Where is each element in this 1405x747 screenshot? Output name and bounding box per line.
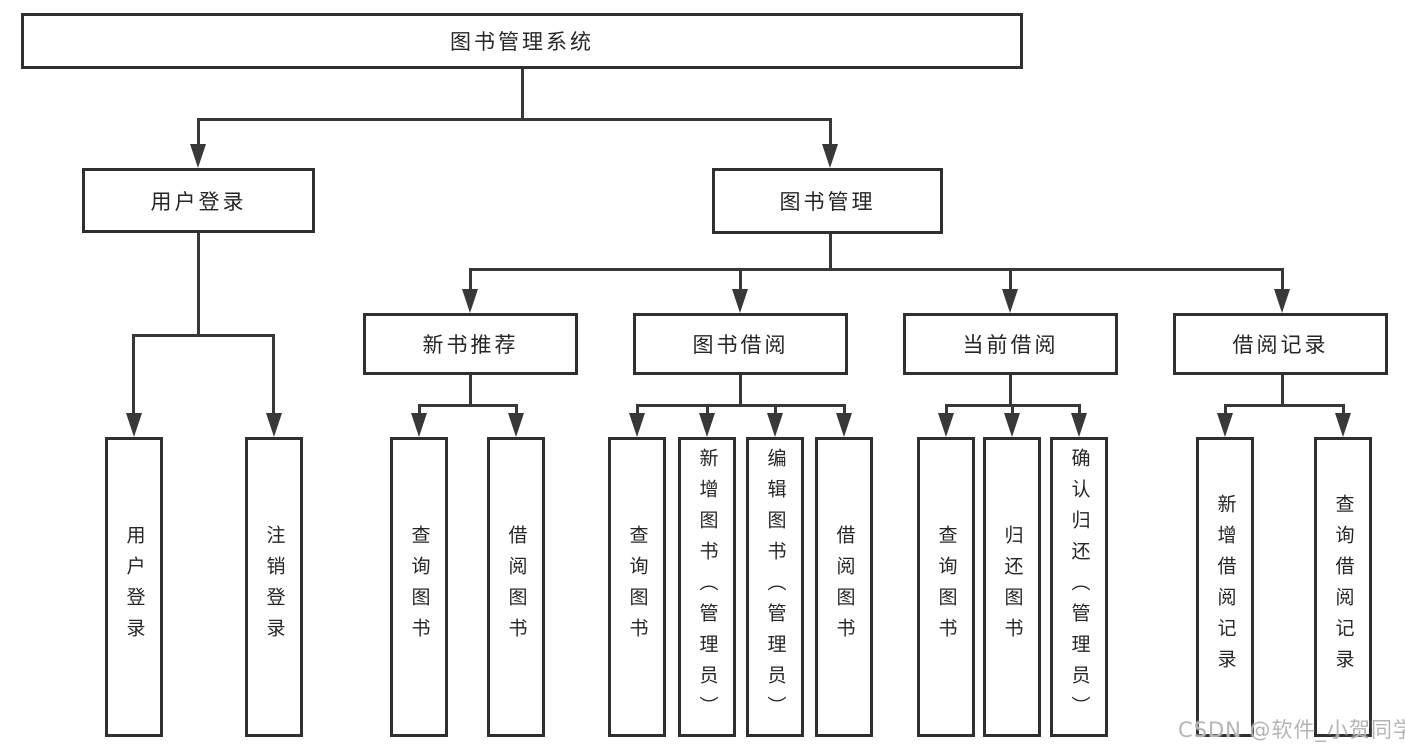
arrow-down-icon (836, 413, 852, 437)
connector-line (272, 334, 275, 415)
connector-line (829, 118, 832, 148)
connector-line (774, 404, 777, 416)
node-leaf-logout: 注销登录 (245, 437, 303, 737)
arrow-down-icon (1004, 413, 1020, 437)
connector-line (1342, 404, 1345, 416)
connector-line (469, 268, 472, 292)
node-leaf-query-books-2: 查询图书 (608, 437, 666, 737)
connector-line (1281, 268, 1284, 292)
connector-line (197, 233, 200, 336)
connector-line (515, 404, 518, 416)
connector-line (132, 334, 135, 415)
connector-line (739, 268, 742, 292)
connector-line (843, 404, 846, 416)
node-leaf-user-login: 用户登录 (105, 437, 163, 737)
node-book-borrowing: 图书借阅 (633, 313, 848, 375)
connector-line (469, 268, 1284, 271)
node-borrowing-records: 借阅记录 (1173, 313, 1388, 375)
arrow-down-icon (1335, 413, 1351, 437)
arrow-down-icon (266, 413, 282, 437)
connector-line (1078, 404, 1081, 416)
node-leaf-add-books-admin: 新增图书（管理员） (678, 437, 736, 737)
arrow-down-icon (1002, 289, 1018, 313)
connector-line (636, 404, 846, 407)
arrow-down-icon (411, 413, 427, 437)
connector-line (1011, 404, 1014, 416)
arrow-down-icon (822, 144, 838, 168)
connector-line (1281, 375, 1284, 406)
connector-line (197, 118, 200, 148)
arrow-down-icon (508, 413, 524, 437)
connector-line (1224, 404, 1227, 416)
node-leaf-borrow-books-2: 借阅图书 (815, 437, 873, 737)
connector-line (945, 404, 948, 416)
connector-line (1009, 268, 1012, 292)
node-leaf-add-borrow-record: 新增借阅记录 (1196, 437, 1254, 737)
node-leaf-return-books: 归还图书 (983, 437, 1041, 737)
arrow-down-icon (629, 413, 645, 437)
connector-line (418, 404, 421, 416)
arrow-down-icon (1071, 413, 1087, 437)
node-root: 图书管理系统 (21, 13, 1023, 69)
arrow-down-icon (462, 289, 478, 313)
node-leaf-query-books-3: 查询图书 (917, 437, 975, 737)
connector-line (521, 69, 524, 121)
node-book-management: 图书管理 (712, 168, 943, 234)
connector-line (1224, 404, 1345, 407)
node-leaf-confirm-return-admin: 确认归还（管理员） (1050, 437, 1108, 737)
arrow-down-icon (732, 289, 748, 313)
connector-line (706, 404, 709, 416)
arrow-down-icon (126, 413, 142, 437)
connector-line (1009, 375, 1012, 406)
arrow-down-icon (938, 413, 954, 437)
arrow-down-icon (190, 144, 206, 168)
arrow-down-icon (767, 413, 783, 437)
node-leaf-edit-books-admin: 编辑图书（管理员） (746, 437, 804, 737)
arrow-down-icon (1274, 289, 1290, 313)
node-user-login: 用户登录 (82, 168, 315, 233)
arrow-down-icon (1217, 413, 1233, 437)
connector-line (829, 234, 832, 270)
connector-line (636, 404, 639, 416)
connector-line (197, 118, 832, 121)
connector-line (469, 375, 472, 406)
node-leaf-query-books-1: 查询图书 (390, 437, 448, 737)
node-leaf-borrow-books-1: 借阅图书 (487, 437, 545, 737)
connector-line (132, 334, 275, 337)
connector-line (418, 404, 518, 407)
node-current-borrowing: 当前借阅 (903, 313, 1118, 375)
node-new-book-recommend: 新书推荐 (363, 313, 578, 375)
node-leaf-query-borrow-record: 查询借阅记录 (1314, 437, 1372, 737)
watermark: CSDN @软件_小贺同学 (1178, 718, 1405, 742)
arrow-down-icon (699, 413, 715, 437)
connector-line (739, 375, 742, 406)
